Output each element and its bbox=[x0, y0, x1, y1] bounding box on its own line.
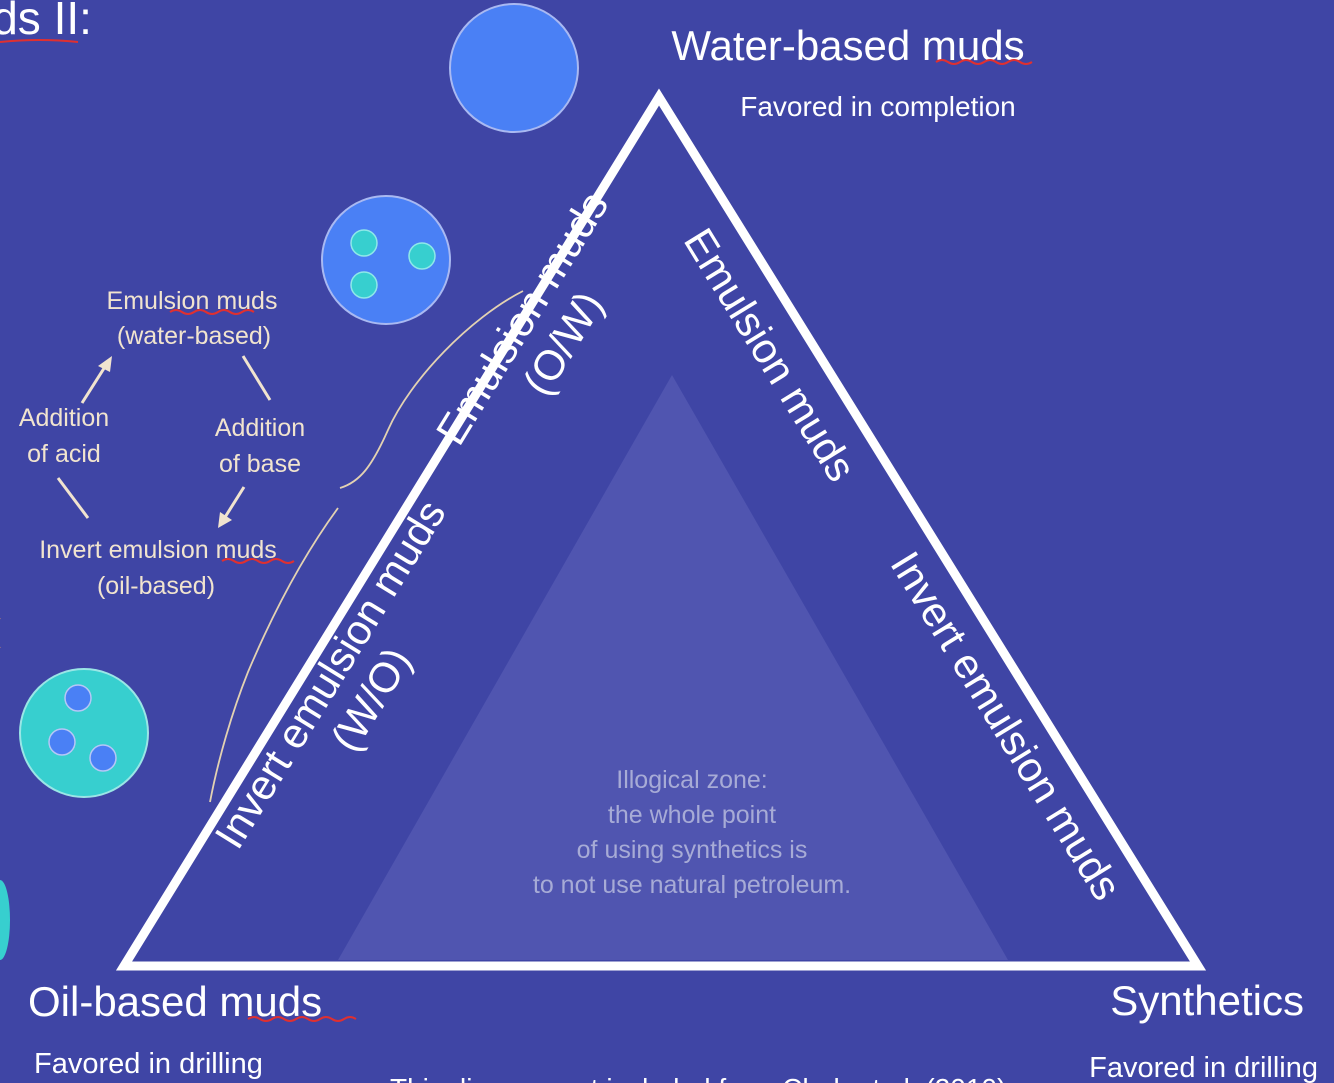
illogical-line: of using synthetics is bbox=[577, 836, 808, 864]
emulsion-droplet-inner bbox=[350, 229, 378, 257]
squiggle-underline bbox=[247, 1016, 357, 1022]
water-droplet-icon bbox=[449, 3, 579, 133]
cycle-line-right bbox=[241, 355, 272, 401]
title-underline bbox=[0, 39, 79, 43]
brace-connector bbox=[209, 507, 339, 803]
cycle-left-label: Addition bbox=[19, 404, 109, 432]
cycle-bottom-label: Invert emulsion muds bbox=[39, 536, 277, 564]
main-triangle bbox=[115, 88, 1207, 971]
emulsion-droplet-inner bbox=[350, 271, 378, 299]
emulsion-droplet-inner bbox=[48, 728, 76, 756]
emulsion-droplet-inner bbox=[89, 744, 117, 772]
edge-label-emulsion-ow: Emulsion muds (O/W) bbox=[427, 183, 617, 452]
squiggle-underline bbox=[169, 309, 255, 315]
cycle-right-label: Addition bbox=[215, 414, 305, 442]
partial-droplet-icon bbox=[0, 880, 10, 960]
arrowhead-icon bbox=[218, 512, 232, 528]
illogical-line: Illogical zone: bbox=[616, 766, 767, 794]
emulsion-droplet-outer bbox=[19, 668, 149, 798]
brace-connector bbox=[339, 290, 524, 489]
water-in-oil-emulsion-icon bbox=[19, 668, 149, 798]
footer-source: This diagram not included from Chakrot a… bbox=[390, 1073, 1006, 1083]
slide-title-fragment: ids II: bbox=[0, 0, 92, 44]
cycle-top-sublabel: (water-based) bbox=[117, 322, 271, 350]
synthetics-title: Synthetics bbox=[1110, 977, 1304, 1024]
emulsion-cycle: Emulsion muds (water-based) Addition of … bbox=[19, 287, 305, 600]
oil-based-title: Oil-based muds bbox=[28, 978, 322, 1025]
water-based-title: Water-based muds bbox=[671, 22, 1024, 69]
illogical-zone-text: Illogical zone: the whole point of using… bbox=[533, 766, 851, 899]
cycle-left-sublabel: of acid bbox=[27, 440, 101, 468]
arrowhead-icon bbox=[98, 356, 112, 372]
emulsion-droplet-inner bbox=[408, 242, 436, 270]
squiggle-underline bbox=[221, 558, 295, 564]
cycle-arrow-up bbox=[80, 361, 110, 404]
illogical-line: to not use natural petroleum. bbox=[533, 871, 851, 899]
water-based-subtitle: Favored in completion bbox=[740, 91, 1015, 122]
cycle-right-sublabel: of base bbox=[219, 450, 301, 478]
illogical-zone bbox=[338, 375, 1008, 960]
oil-in-water-emulsion-icon bbox=[321, 195, 451, 325]
emulsion-droplet-inner bbox=[64, 684, 92, 712]
illogical-line: the whole point bbox=[608, 801, 776, 829]
synthetics-subtitle: Favored in drilling bbox=[1089, 1052, 1318, 1083]
cycle-line-left bbox=[56, 477, 90, 519]
squiggle-underline bbox=[935, 59, 1033, 65]
oil-based-subtitle: Favored in drilling bbox=[34, 1048, 263, 1080]
cycle-bottom-sublabel: (oil-based) bbox=[97, 572, 215, 600]
